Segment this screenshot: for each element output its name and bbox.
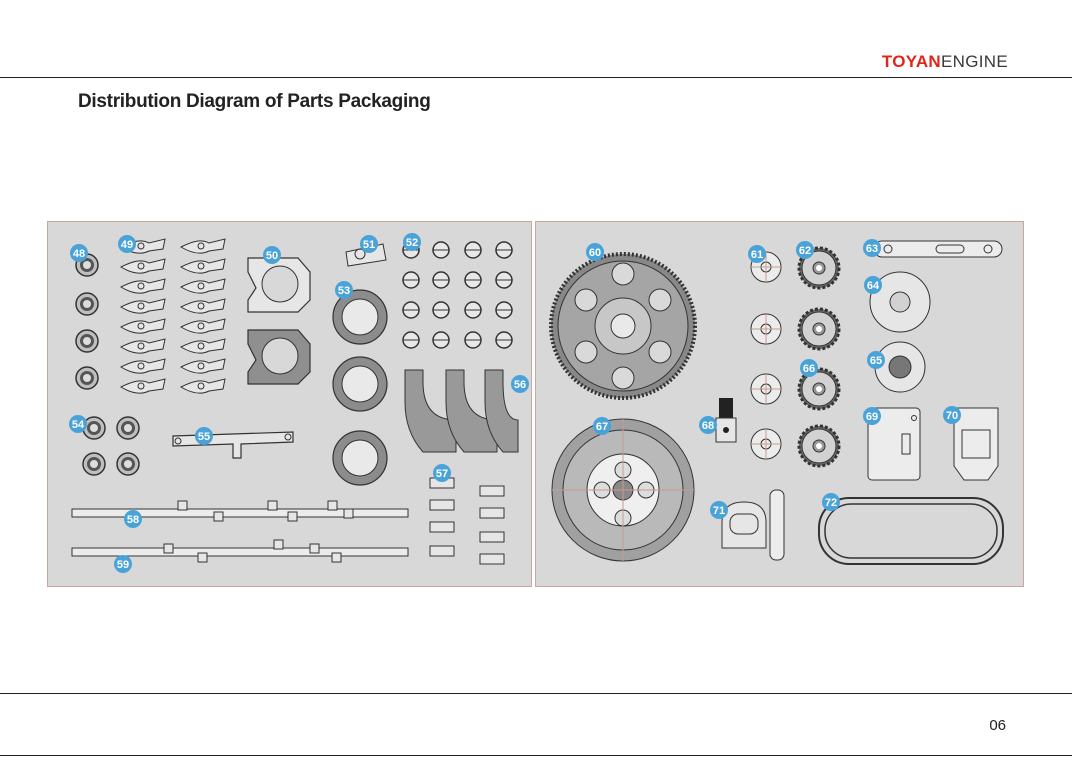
part-label-62: 62 xyxy=(799,245,811,257)
part-label-52: 52 xyxy=(406,237,418,249)
part-label-48: 48 xyxy=(73,248,85,260)
part-label-68: 68 xyxy=(702,420,714,432)
footer-rule-bottom xyxy=(0,755,1072,756)
part-label-65: 65 xyxy=(870,355,882,367)
part-label-50: 50 xyxy=(266,250,278,262)
brand-light: ENGINE xyxy=(941,52,1008,71)
part-label-70: 70 xyxy=(946,410,958,422)
part-label-51: 51 xyxy=(363,239,375,251)
part-label-57: 57 xyxy=(436,468,448,480)
part-label-63: 63 xyxy=(866,243,878,255)
parts-diagram-right: 60 61 62 63 64 65 66 67 68 69 70 71 72 xyxy=(536,222,1023,586)
part-label-53: 53 xyxy=(338,285,350,297)
part-label-64: 64 xyxy=(867,280,880,292)
part-label-67: 67 xyxy=(596,421,608,433)
part-label-55: 55 xyxy=(198,431,210,443)
page-title: Distribution Diagram of Parts Packaging xyxy=(78,91,431,113)
parts-panel-right: 60 61 62 63 64 65 66 67 68 69 70 71 72 xyxy=(535,221,1024,587)
brand-logo: TOYANENGINE xyxy=(882,52,1008,72)
part-label-61: 61 xyxy=(751,249,763,261)
part-label-71: 71 xyxy=(713,505,725,517)
part-label-60: 60 xyxy=(589,247,601,259)
brand-strong: TOYAN xyxy=(882,52,941,71)
part-label-69: 69 xyxy=(866,411,878,423)
part-label-66: 66 xyxy=(803,363,815,375)
header-rule xyxy=(0,77,1072,78)
parts-diagram-left: 48 49 50 51 52 53 54 55 56 57 58 59 xyxy=(48,222,531,586)
part-label-49: 49 xyxy=(121,239,133,251)
parts-panel-left: 48 49 50 51 52 53 54 55 56 57 58 59 xyxy=(47,221,532,587)
part-label-56: 56 xyxy=(514,379,526,391)
page-number: 06 xyxy=(989,717,1006,734)
part-label-72: 72 xyxy=(825,497,837,509)
part-label-58: 58 xyxy=(127,514,139,526)
footer-rule-top xyxy=(0,693,1072,694)
part-label-59: 59 xyxy=(117,559,129,571)
part-label-54: 54 xyxy=(72,419,85,431)
